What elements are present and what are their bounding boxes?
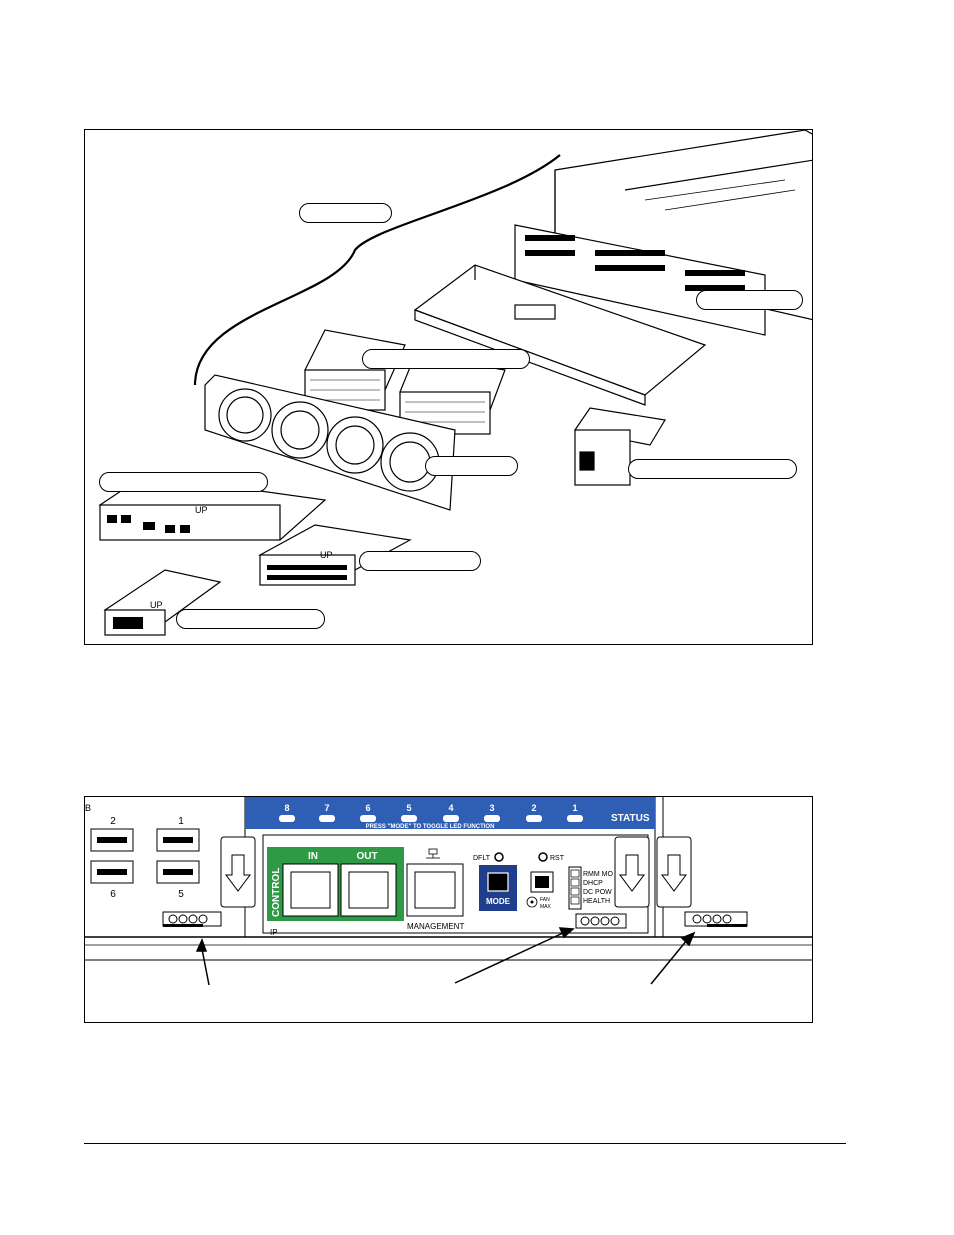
power-supply-icon bbox=[573, 407, 666, 486]
fan-label: FAN bbox=[540, 897, 550, 903]
stray-label: B bbox=[85, 803, 91, 813]
sled-tray-icon bbox=[413, 264, 707, 406]
max-label: MAX bbox=[540, 904, 552, 910]
status-led bbox=[484, 815, 500, 822]
usb-ports: 2 1 6 5 bbox=[90, 816, 200, 900]
led-indicator-label: DHCP bbox=[583, 880, 603, 887]
svg-text:UP: UP bbox=[320, 550, 333, 560]
network-icon bbox=[426, 848, 440, 859]
callout-bubble bbox=[99, 472, 268, 492]
usb-port-label: 2 bbox=[110, 816, 116, 827]
status-number: 1 bbox=[572, 803, 577, 813]
status-led bbox=[319, 815, 335, 822]
led-indicator-label: HEALTH bbox=[583, 898, 610, 905]
status-led bbox=[401, 815, 417, 822]
status-number: 7 bbox=[324, 803, 329, 813]
callout-bubble bbox=[299, 203, 392, 223]
pointer-arrow bbox=[650, 931, 696, 985]
callout-bubble bbox=[359, 551, 481, 571]
pointer-arrow bbox=[454, 927, 575, 984]
rst-label: RST bbox=[550, 855, 565, 862]
small-card-icon: UP bbox=[103, 569, 222, 636]
management-label: MANAGEMENT bbox=[407, 922, 464, 931]
latch-arrow-icon bbox=[656, 836, 692, 908]
in-label: IN bbox=[308, 851, 318, 862]
latch-arrow-icon bbox=[614, 836, 650, 908]
fan-icon bbox=[526, 896, 538, 908]
status-led bbox=[279, 815, 295, 822]
mode-label: MODE bbox=[486, 897, 511, 906]
callout-bubble bbox=[176, 609, 325, 629]
led-indicator-label: RMM MO bbox=[583, 871, 613, 878]
exploded-view-figure: UP UP UP bbox=[84, 129, 813, 645]
led-array-center bbox=[575, 913, 627, 929]
toggle-hint: PRESS "MODE" TO TOGGLE LED FUNCTION bbox=[366, 824, 495, 830]
grouping-brace bbox=[193, 154, 561, 386]
pointer-arrow bbox=[195, 938, 210, 986]
svg-text:UP: UP bbox=[195, 505, 208, 515]
status-number: 2 bbox=[531, 803, 536, 813]
rst-button bbox=[538, 852, 548, 862]
status-label: STATUS bbox=[611, 813, 650, 824]
front-panel-figure: 8 7 6 5 4 3 2 1 STATUS PRESS "MODE" TO T… bbox=[84, 796, 813, 1023]
status-led bbox=[567, 815, 583, 822]
exploded-view-drawing: UP UP UP bbox=[98, 130, 812, 636]
management-port bbox=[406, 863, 464, 917]
callout-bubble bbox=[362, 349, 530, 369]
led-indicator-list: RMM MO DHCP DC POW HEALTH bbox=[568, 866, 613, 910]
callout-bubble bbox=[696, 290, 803, 310]
usb-port-label: 6 bbox=[110, 889, 116, 900]
callout-bubble bbox=[425, 456, 518, 476]
led-indicator-label: DC POW bbox=[583, 889, 612, 896]
page-footer-rule bbox=[84, 1143, 846, 1144]
latch-arrow-icon bbox=[220, 836, 256, 908]
svg-text:UP: UP bbox=[150, 600, 163, 610]
dflt-button bbox=[494, 852, 504, 862]
dflt-label: DFLT bbox=[473, 855, 491, 862]
status-number: 3 bbox=[489, 803, 494, 813]
status-number: 6 bbox=[365, 803, 370, 813]
in-port bbox=[282, 863, 339, 917]
control-label: CONTROL bbox=[271, 868, 282, 917]
callout-bubble bbox=[628, 459, 797, 479]
status-led bbox=[360, 815, 376, 822]
usb-port-label: 1 bbox=[178, 816, 184, 827]
front-panel-drawing: 8 7 6 5 4 3 2 1 STATUS PRESS "MODE" TO T… bbox=[85, 797, 812, 986]
status-led bbox=[526, 815, 542, 822]
status-led-row: 8 7 6 5 4 3 2 1 bbox=[279, 803, 583, 822]
usb-port-label: 5 bbox=[178, 889, 184, 900]
led-array-right bbox=[684, 911, 748, 927]
out-port bbox=[340, 863, 397, 917]
led-array-left bbox=[162, 911, 222, 927]
status-led bbox=[443, 815, 459, 822]
status-number: 8 bbox=[284, 803, 289, 813]
status-number: 4 bbox=[448, 803, 453, 813]
ip-label: IP bbox=[270, 928, 278, 937]
out-label: OUT bbox=[356, 851, 377, 862]
status-number: 5 bbox=[406, 803, 411, 813]
status-led-bar bbox=[245, 797, 655, 829]
